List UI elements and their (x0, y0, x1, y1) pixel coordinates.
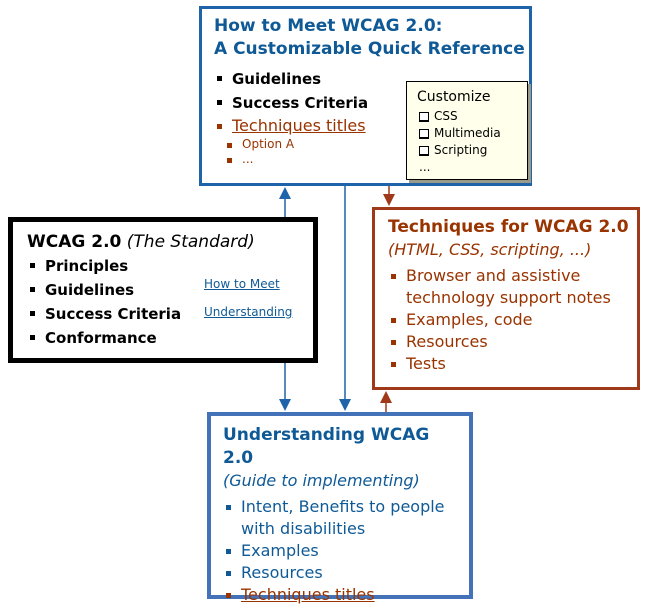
customize-more: ... (419, 160, 431, 174)
standard-heading: WCAG 2.0 (The Standard) (27, 230, 313, 254)
quickref-title-line1: How to Meet WCAG 2.0: (214, 16, 443, 36)
techniques-title: Techniques for WCAG 2.0 (388, 217, 629, 237)
quickref-list: Guidelines Success Criteria (214, 67, 529, 115)
techniques-list: Browser and assistive technology support… (388, 265, 629, 375)
quickref-sub-list: Option A ... (224, 137, 529, 167)
techniques-subtitle: (HTML, CSS, scripting, ...) (388, 240, 592, 259)
standard-title: WCAG 2.0 (27, 232, 122, 252)
understanding-item-techniques: Techniques titles (223, 584, 461, 606)
understanding-item-intent: Intent, Benefits to people with disabili… (223, 496, 461, 540)
techniques-item-tests: Tests (388, 353, 629, 375)
understanding-link[interactable]: Understanding (204, 305, 293, 319)
customize-option-multimedia[interactable]: Multimedia (419, 125, 527, 142)
standard-item-principles: Principles (27, 254, 313, 278)
checkbox-icon[interactable] (419, 111, 429, 122)
understanding-box: Understanding WCAG 2.0 (Guide to impleme… (207, 412, 473, 604)
standard-item-success-criteria: Success Criteria (27, 302, 313, 326)
quickref-item-guidelines: Guidelines (214, 67, 529, 91)
customize-option-scripting[interactable]: Scripting (419, 142, 527, 159)
quickref-item-success-criteria: Success Criteria (214, 91, 529, 115)
techniques-item-resources: Resources (388, 331, 629, 353)
understanding-techniques-link[interactable]: Techniques titles (241, 585, 375, 604)
standard-subtitle: (The Standard) (126, 232, 255, 252)
understanding-subtitle: (Guide to implementing) (223, 471, 420, 490)
understanding-item-resources: Resources (223, 562, 461, 584)
standard-item-guidelines: Guidelines (27, 278, 313, 302)
customize-title: Customize (417, 89, 491, 105)
customize-option-css[interactable]: CSS (419, 108, 527, 125)
techniques-box: Techniques for WCAG 2.0 (HTML, CSS, scri… (372, 207, 640, 390)
techniques-item-examples: Examples, code (388, 309, 629, 331)
how-to-meet-link[interactable]: How to Meet (204, 277, 280, 291)
techniques-item-support-notes: Browser and assistive technology support… (388, 265, 629, 309)
understanding-title: Understanding WCAG 2.0 (223, 425, 430, 468)
understanding-item-examples: Examples (223, 540, 461, 562)
quickref-title-line2: A Customizable Quick Reference (214, 39, 525, 59)
understanding-list: Intent, Benefits to people with disabili… (223, 496, 461, 606)
checkbox-icon[interactable] (419, 128, 429, 139)
quickref-sub-item-option-a: Option A (224, 137, 529, 152)
quickref-sub-item-more: ... (224, 152, 529, 167)
standard-list: Principles Guidelines Success Criteria C… (27, 254, 313, 350)
quickref-techniques-list: Techniques titles (214, 115, 529, 137)
checkbox-icon[interactable] (419, 145, 429, 156)
quick-reference-box: How to Meet WCAG 2.0: A Customizable Qui… (199, 6, 532, 186)
standard-item-conformance: Conformance (27, 326, 313, 350)
customize-panel: Customize CSS Multimedia Scripting ... (406, 81, 528, 180)
quickref-techniques-link[interactable]: Techniques titles (232, 116, 366, 135)
